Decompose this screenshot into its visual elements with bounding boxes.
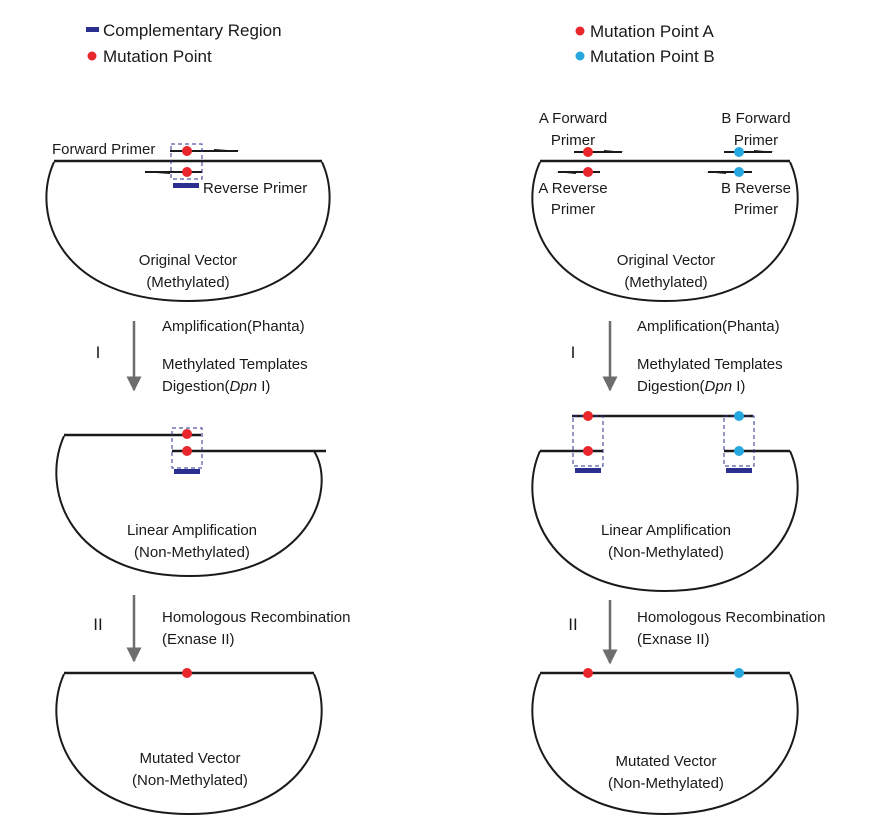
step-line-2: (Exnase II) (637, 631, 710, 648)
mutated-subtitle: (Non-Methylated) (608, 775, 724, 792)
complementary-dashed-box (170, 143, 203, 180)
mutation-point-a-bottom (583, 167, 593, 177)
complementary-region-bar-a (575, 468, 601, 473)
a-forward-primer-label-2: Primer (551, 132, 595, 149)
left-step-1: I Amplification(Phanta) Methylated Templ… (96, 318, 308, 395)
step-line-3: Digestion(Dpn I) (637, 378, 745, 395)
vector-loop (531, 673, 799, 816)
vector-title: Original Vector (139, 252, 237, 269)
b-reverse-primer-label-1: B Reverse (721, 180, 791, 197)
step-line-1: Amplification(Phanta) (162, 318, 305, 335)
vector-loop (531, 161, 799, 303)
forward-primer-arrowhead (214, 149, 241, 151)
vector-loop (45, 161, 331, 303)
mutation-point-top (182, 429, 192, 439)
mutation-point-a-bottom (583, 446, 593, 456)
right-step-2: II Homologous Recombination (Exnase II) (568, 600, 825, 665)
a-reverse-primer-arrowhead (555, 172, 576, 174)
complementary-dashed-box-a (572, 415, 604, 467)
b-forward-primer-arrowhead (754, 150, 775, 152)
vector-subtitle: (Methylated) (624, 274, 707, 291)
legend-mutation-b-dot (575, 51, 585, 61)
mutation-point (182, 668, 192, 678)
b-reverse-primer-label-2: Primer (734, 201, 778, 218)
step-line-1: Homologous Recombination (637, 609, 825, 626)
mutation-point-top (182, 146, 192, 156)
linear-subtitle: (Non-Methylated) (608, 544, 724, 561)
b-forward-primer-label-2: Primer (734, 132, 778, 149)
step-numeral: I (96, 343, 101, 362)
step-numeral: II (568, 615, 577, 634)
reverse-primer-label: Reverse Primer (203, 180, 307, 197)
legend-mutation-label: Mutation Point (103, 47, 212, 66)
legend-left: Complementary Region Mutation Point (86, 21, 282, 66)
forward-primer-label: Forward Primer (52, 141, 155, 158)
b-forward-primer-label-1: B Forward (721, 110, 790, 127)
vector-title: Original Vector (617, 252, 715, 269)
vector-loop (531, 450, 799, 593)
mutated-subtitle: (Non-Methylated) (132, 772, 248, 789)
mutation-point-bottom (182, 167, 192, 177)
step-line-2: (Exnase II) (162, 631, 235, 648)
legend-mutation-dot (87, 51, 97, 61)
linear-subtitle: (Non-Methylated) (134, 544, 250, 561)
complementary-region-swatch (86, 27, 99, 32)
reverse-primer-arrowhead (143, 172, 170, 174)
right-original-vector: A Forward Primer B Forward Primer A Reve… (531, 110, 799, 303)
mutation-point-a (583, 668, 593, 678)
complementary-region-bar (173, 183, 199, 188)
legend-mutation-b-label: Mutation Point B (590, 47, 715, 66)
complementary-region-bar (174, 469, 200, 474)
linear-title: Linear Amplification (601, 522, 731, 539)
vector-subtitle: (Methylated) (146, 274, 229, 291)
mutation-point-a-top (583, 411, 593, 421)
vector-loop (55, 435, 323, 578)
complementary-dashed-box-b (723, 415, 755, 467)
mutation-point-b-bottom (734, 167, 744, 177)
left-linear-amplification: Linear Amplification (Non-Methylated) (55, 427, 326, 578)
mutation-point-a-top (583, 147, 593, 157)
step-numeral: II (93, 615, 102, 634)
mutation-point-bottom (182, 446, 192, 456)
a-forward-primer-arrowhead (604, 150, 625, 152)
mutation-point-b-top (734, 147, 744, 157)
mutation-point-b-bottom (734, 446, 744, 456)
left-original-vector: Forward Primer Reverse Primer Original V… (45, 141, 331, 303)
b-reverse-primer-arrowhead (705, 172, 726, 174)
step-line-1: Amplification(Phanta) (637, 318, 780, 335)
mutation-point-b (734, 668, 744, 678)
legend-right: Mutation Point A Mutation Point B (575, 22, 715, 66)
step-line-3: Digestion(Dpn I) (162, 378, 270, 395)
step-line-2: Methylated Templates (162, 356, 308, 373)
legend-complementary-label: Complementary Region (103, 21, 282, 40)
step-line-1: Homologous Recombination (162, 609, 350, 626)
complementary-region-bar-b (726, 468, 752, 473)
right-step-1: I Amplification(Phanta) Methylated Templ… (571, 318, 783, 395)
mutated-title: Mutated Vector (616, 753, 717, 770)
a-reverse-primer-label-2: Primer (551, 201, 595, 218)
a-reverse-primer-label-1: A Reverse (538, 180, 607, 197)
a-forward-primer-label-1: A Forward (539, 110, 607, 127)
left-step-2: II Homologous Recombination (Exnase II) (93, 595, 350, 663)
linear-title: Linear Amplification (127, 522, 257, 539)
step-line-2: Methylated Templates (637, 356, 783, 373)
right-mutated-vector: Mutated Vector (Non-Methylated) (531, 668, 799, 816)
left-mutated-vector: Mutated Vector (Non-Methylated) (55, 668, 323, 816)
mutated-title: Mutated Vector (140, 750, 241, 767)
vector-loop (55, 673, 323, 816)
step-numeral: I (571, 343, 576, 362)
mutation-point-b-top (734, 411, 744, 421)
legend-mutation-a-label: Mutation Point A (590, 22, 714, 41)
complementary-dashed-box (171, 427, 203, 469)
right-linear-amplification: Linear Amplification (Non-Methylated) (531, 411, 799, 593)
legend-mutation-a-dot (575, 26, 585, 36)
